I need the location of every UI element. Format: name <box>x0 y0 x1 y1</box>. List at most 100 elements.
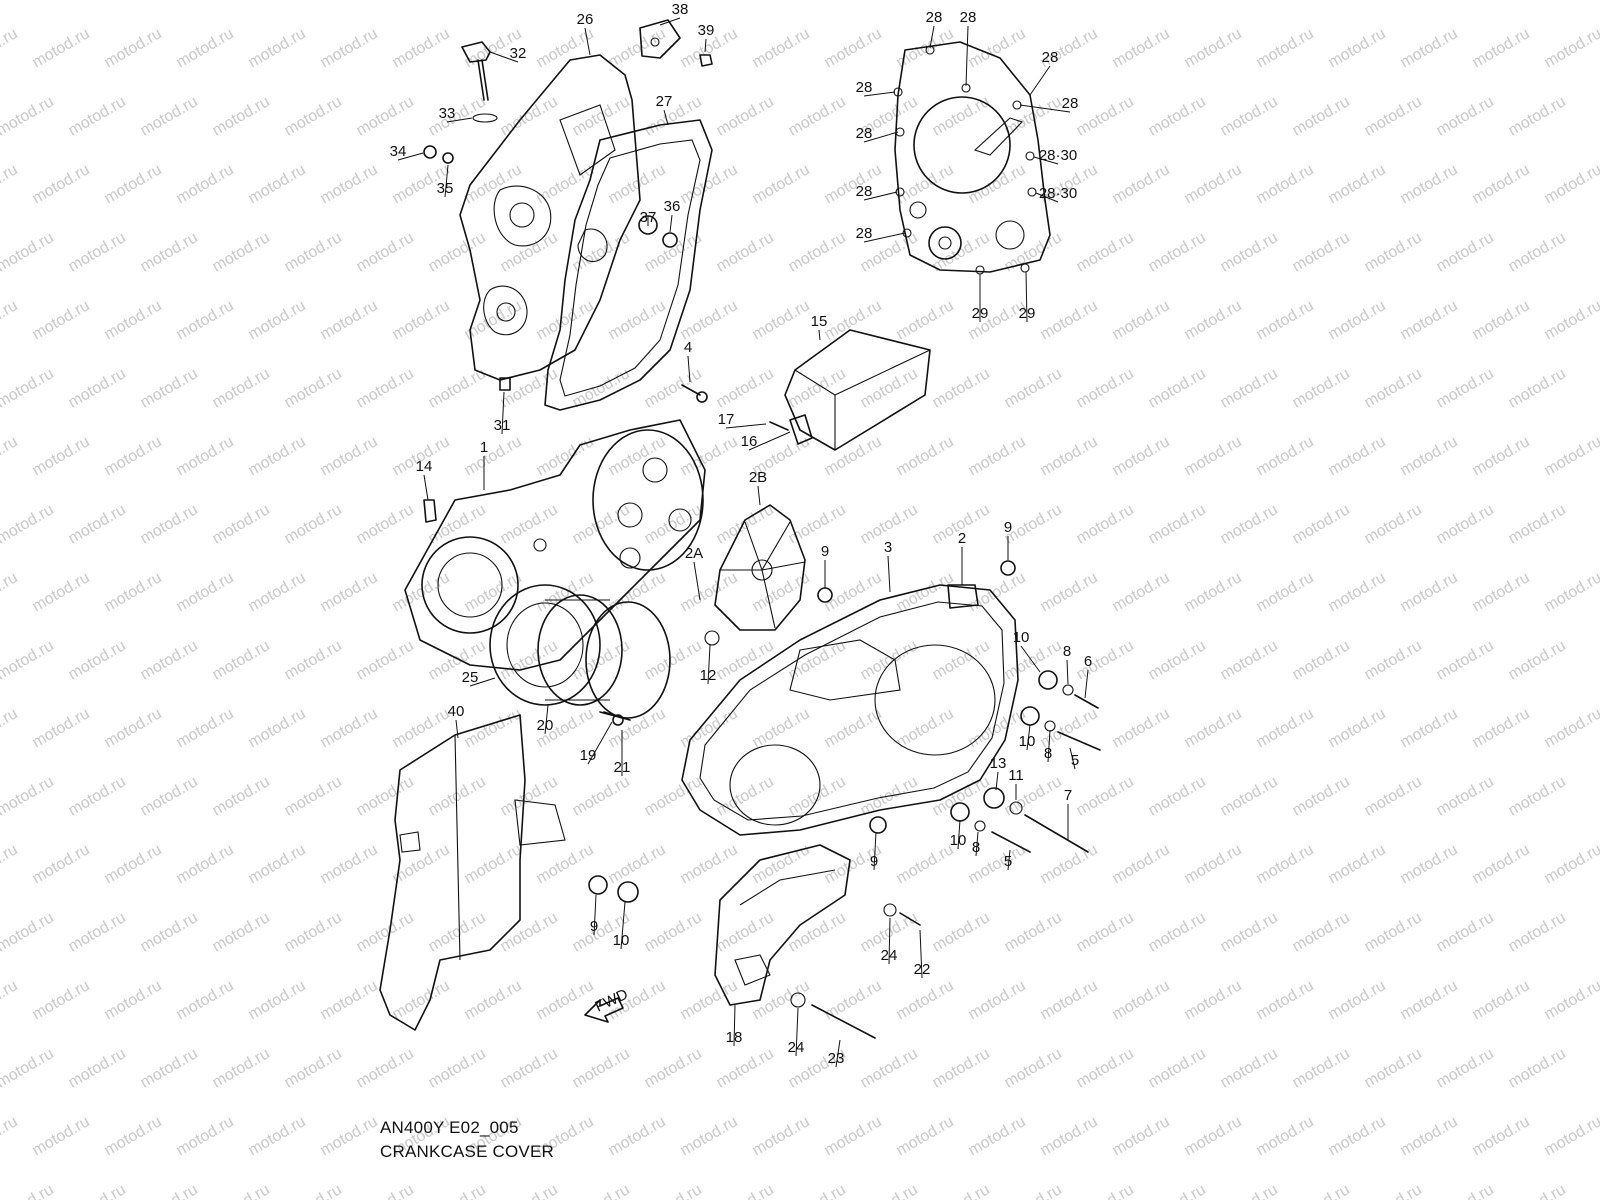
callout-number: 1 <box>480 439 488 456</box>
watermark-text: motod.ru <box>714 0 777 3</box>
watermark-text: motod.ru <box>138 1181 201 1200</box>
callout-leader <box>587 721 613 765</box>
callout-leader <box>919 929 923 979</box>
callout-leader <box>544 704 549 735</box>
watermark-text: motod.ru <box>1254 25 1317 71</box>
callout-number: 8 <box>1063 643 1071 660</box>
watermark-text: motod.ru <box>282 229 345 275</box>
watermark-text: motod.ru <box>0 1045 57 1091</box>
watermark-text: motod.ru <box>174 297 237 343</box>
watermark-text: motod.ru <box>678 297 741 343</box>
watermark-text: motod.ru <box>1326 161 1389 207</box>
callout-leader <box>423 474 429 501</box>
watermark-text: motod.ru <box>246 977 309 1023</box>
watermark-text: motod.ru <box>1218 501 1281 547</box>
watermark-text: motod.ru <box>354 501 417 547</box>
watermark-text: motod.ru <box>1326 1113 1389 1159</box>
watermark-text: motod.ru <box>1290 501 1353 547</box>
watermark-text: motod.ru <box>246 161 309 207</box>
watermark-text: motod.ru <box>210 637 273 683</box>
callout-number: 28·30 <box>1039 185 1077 202</box>
watermark-text: motod.ru <box>570 1181 633 1200</box>
callout-leader <box>795 1007 799 1057</box>
watermark-text: motod.ru <box>1182 1113 1245 1159</box>
watermark-text: motod.ru <box>1110 25 1173 71</box>
watermark-text: motod.ru <box>66 0 129 3</box>
watermark-text: motod.ru <box>390 297 453 343</box>
watermark-text: motod.ru <box>30 1113 93 1159</box>
watermark-text: motod.ru <box>318 25 381 71</box>
watermark-text: motod.ru <box>318 705 381 751</box>
watermark-text: motod.ru <box>534 297 597 343</box>
watermark-text: motod.ru <box>462 705 525 751</box>
callout-leader <box>1025 271 1028 323</box>
outer-cover-3 <box>681 584 1019 836</box>
watermark-text: motod.ru <box>1542 841 1600 887</box>
callout-leader <box>501 391 505 435</box>
watermark-text: motod.ru <box>354 229 417 275</box>
callout-leader <box>957 819 961 850</box>
watermark-text: motod.ru <box>1362 1045 1425 1091</box>
watermark-text: motod.ru <box>354 637 417 683</box>
watermark-text: motod.ru <box>1218 93 1281 139</box>
callout-leader <box>733 1004 736 1047</box>
watermark-text: motod.ru <box>1398 433 1461 479</box>
watermark-text: motod.ru <box>30 841 93 887</box>
diagram-model-code: AN400Y E02_005 <box>380 1118 519 1137</box>
callout-number: 29 <box>972 305 989 322</box>
watermark-text: motod.ru <box>966 1113 1029 1159</box>
callout-leader <box>1026 724 1031 751</box>
watermark-text: motod.ru <box>174 569 237 615</box>
watermark-text: motod.ru <box>1110 161 1173 207</box>
watermark-text: motod.ru <box>966 161 1029 207</box>
watermark-text: motod.ru <box>498 93 561 139</box>
watermark-text: motod.ru <box>1362 229 1425 275</box>
callout-number: 28 <box>856 125 873 142</box>
watermark-text: motod.ru <box>66 365 129 411</box>
callout-number: 19 <box>580 747 597 764</box>
watermark-text: motod.ru <box>390 705 453 751</box>
watermark-text: motod.ru <box>0 0 57 3</box>
watermark-text: motod.ru <box>498 229 561 275</box>
watermark-text: motod.ru <box>1326 977 1389 1023</box>
watermark-text: motod.ru <box>1218 1181 1281 1200</box>
watermark-text: motod.ru <box>0 909 57 955</box>
watermark-text: motod.ru <box>1182 705 1245 751</box>
callout-leaders <box>397 17 1089 1068</box>
watermark-text: motod.ru <box>1290 93 1353 139</box>
watermark-text: motod.ru <box>210 365 273 411</box>
watermark-text: motod.ru <box>174 433 237 479</box>
callout-leader <box>1035 192 1059 203</box>
callout-number: 28 <box>856 79 873 96</box>
callout-number: 8 <box>1044 745 1052 762</box>
callout-leader <box>593 894 597 936</box>
watermark-text: motod.ru <box>1398 841 1461 887</box>
callout-number: 10 <box>1019 733 1036 750</box>
watermark-text: motod.ru <box>894 433 957 479</box>
callout-leader <box>757 485 761 506</box>
watermark-text: motod.ru <box>1182 433 1245 479</box>
watermark-text: motod.ru <box>822 977 885 1023</box>
callout-number: 9 <box>870 853 878 870</box>
callout-leader <box>469 677 496 687</box>
watermark-text: motod.ru <box>714 229 777 275</box>
callout-leader <box>397 152 424 161</box>
watermark-text: motod.ru <box>1362 773 1425 819</box>
watermark-text: motod.ru <box>30 705 93 751</box>
watermark-text: motod.ru <box>102 705 165 751</box>
watermark-text: motod.ru <box>1506 1045 1569 1091</box>
callout-leader <box>975 831 979 857</box>
watermark-text: motod.ru <box>1398 161 1461 207</box>
watermark-text: motod.ru <box>1290 773 1353 819</box>
watermark-text: motod.ru <box>354 909 417 955</box>
hardware-right <box>588 560 1101 1039</box>
watermark-text: motod.ru <box>1542 297 1600 343</box>
watermark-text: motod.ru <box>1362 1181 1425 1200</box>
watermark-text: motod.ru <box>642 93 705 139</box>
callout-leader <box>863 232 906 243</box>
callout-number: 35 <box>437 180 454 197</box>
watermark-text: motod.ru <box>66 909 129 955</box>
callout-number: 11 <box>1008 767 1024 784</box>
watermark-text: motod.ru <box>1506 0 1569 3</box>
